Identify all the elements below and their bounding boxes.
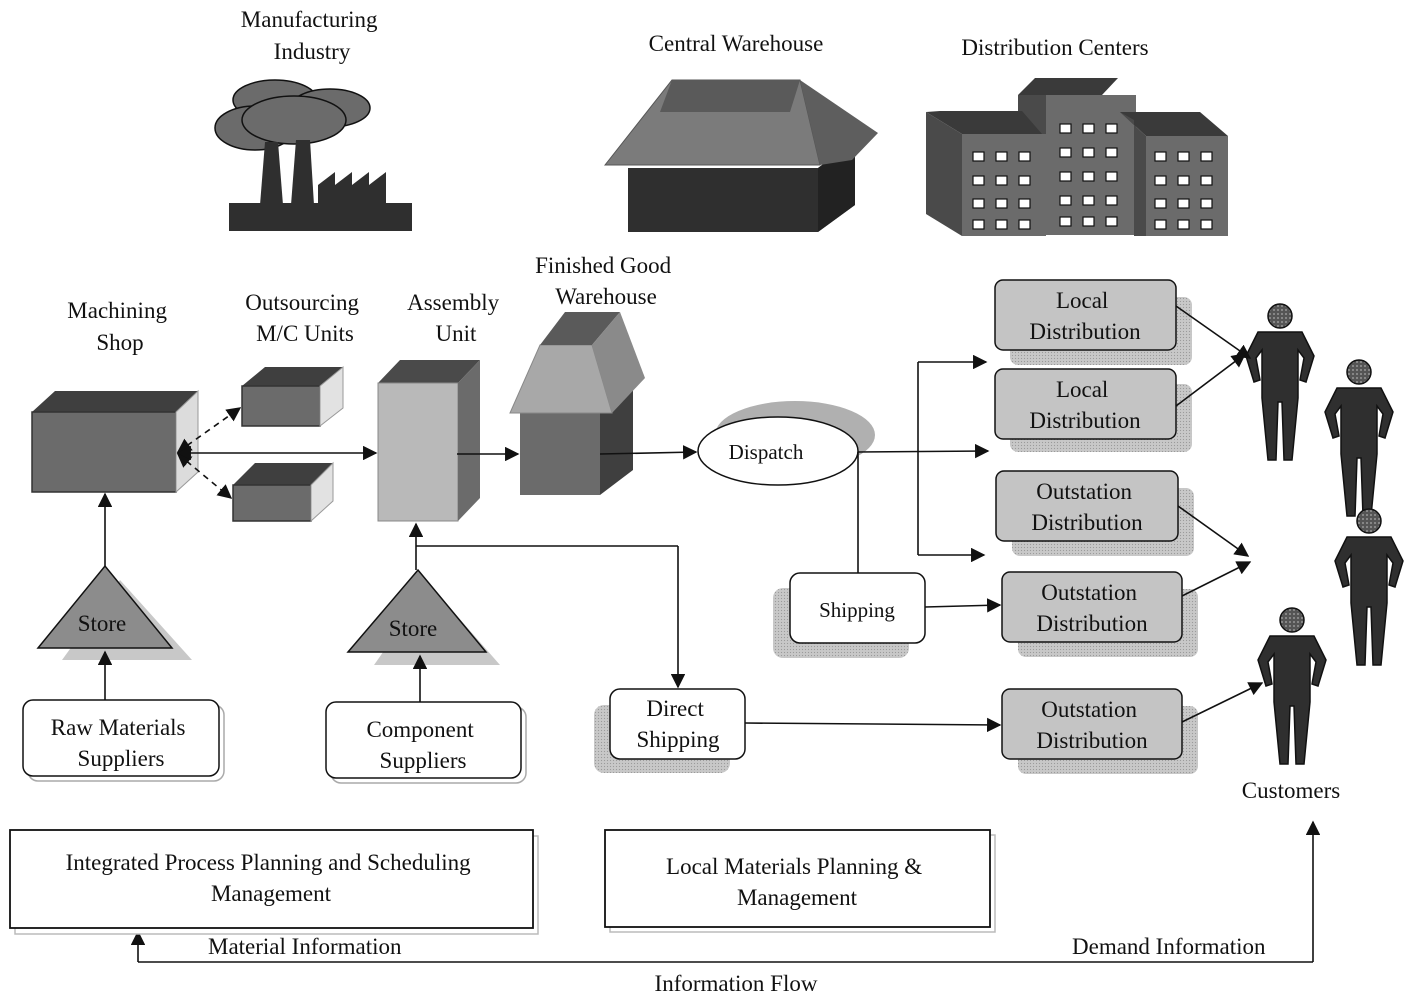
dispatch-label: Dispatch [729, 440, 804, 464]
lmpm-label: Local Materials Planning & Management [666, 854, 928, 910]
store-raw-label: Store [78, 611, 127, 636]
local-distribution-2-label: Local Distribution [1029, 377, 1141, 433]
raw-materials-suppliers-box [22, 699, 225, 782]
component-suppliers-label: Component Suppliers [366, 717, 479, 773]
material-information-label: Material Information [208, 934, 402, 959]
finished-good-warehouse-icon [509, 312, 645, 495]
direct-shipping-label: Direct Shipping [636, 696, 720, 752]
central-warehouse-icon [603, 79, 878, 232]
customers-label: Customers [1242, 778, 1340, 803]
distribution-centers-label: Distribution Centers [961, 35, 1148, 60]
outsourcing-unit-lower-icon [232, 461, 334, 523]
local-distribution-1-box [994, 279, 1192, 365]
information-flow-label: Information Flow [655, 971, 818, 996]
ipps-label: Integrated Process Planning and Scheduli… [66, 850, 477, 906]
store-component-icon [346, 568, 500, 665]
local-distribution-1-label: Local Distribution [1029, 288, 1141, 344]
component-suppliers-box [325, 701, 527, 784]
manufacturing-industry-icon [214, 79, 412, 231]
distribution-centers-icon [926, 78, 1228, 236]
assembly-unit-icon [377, 360, 480, 522]
customer-2-icon [1324, 359, 1394, 517]
central-warehouse-label: Central Warehouse [649, 31, 824, 56]
ipps-box [9, 829, 539, 935]
outstation-distribution-2-box [1001, 571, 1198, 657]
assembly-unit-label: Assembly Unit [407, 290, 505, 346]
customer-3-icon [1334, 508, 1404, 666]
outstation-distribution-3-label: Outstation Distribution [1036, 697, 1148, 753]
machining-shop-icon [31, 389, 199, 494]
machining-shop-label: Machining Shop [67, 298, 172, 355]
store-component-label: Store [389, 616, 438, 641]
outstation-distribution-2-label: Outstation Distribution [1036, 580, 1148, 636]
shipping-label: Shipping [819, 598, 895, 622]
outsourcing-units-label: Outsourcing M/C Units [245, 290, 364, 346]
outsourcing-unit-upper-icon [241, 365, 344, 428]
dispatch-node [697, 401, 875, 486]
local-distribution-2-box [994, 368, 1192, 452]
store-raw-icon [36, 564, 192, 660]
flow-connectors [97, 305, 1321, 963]
lmpm-box [604, 829, 996, 933]
demand-information-label: Demand Information [1072, 934, 1266, 959]
raw-materials-suppliers-label: Raw Materials Suppliers [51, 715, 192, 771]
outstation-distribution-1-label: Outstation Distribution [1031, 479, 1143, 535]
manufacturing-industry-label: Manufacturing Industry [241, 7, 383, 64]
shipping-node [773, 572, 926, 658]
finished-good-warehouse-label: Finished Good Warehouse [535, 253, 677, 309]
outstation-distribution-3-box [1001, 688, 1198, 774]
customer-1-icon [1245, 303, 1315, 461]
direct-shipping-node [594, 688, 746, 773]
customer-4-icon [1257, 607, 1327, 765]
